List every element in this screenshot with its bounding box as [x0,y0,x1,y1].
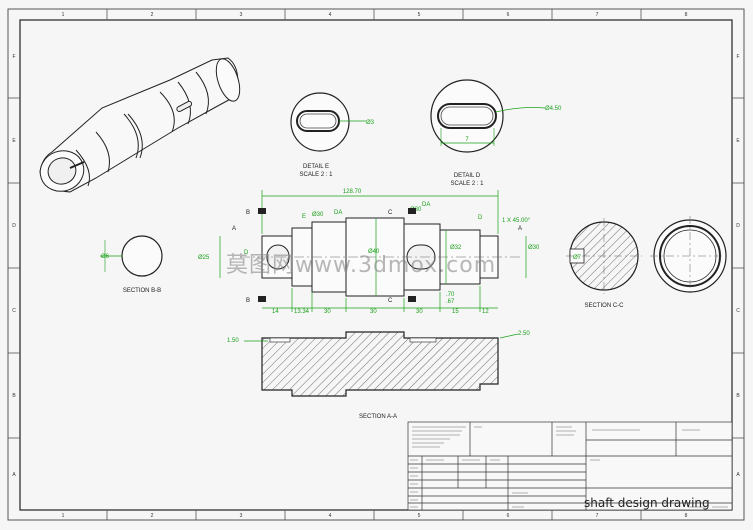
zone-labels-right: F E D C B A [736,54,740,478]
zone-bottom-5: 5 [418,513,421,519]
label-da-right: DA [422,202,430,208]
zone-right-b: B [736,393,740,399]
zone-left-c: C [12,308,16,314]
section-markers: B B C C A A [232,208,522,304]
label-da-left: DA [334,210,342,216]
dia-30-right-dim: Ø30 [410,207,422,213]
zone-bottom-4: 4 [329,513,332,519]
end-view [650,216,730,296]
length-14: 14 [272,309,279,315]
zone-bottom-8: 8 [685,513,688,519]
detail-d-view: Ø4.50 7 DETAIL D SCALE 2 : 1 [430,79,562,187]
zone-right-a: A [736,472,740,478]
detail-d-dimension: Ø4.50 [545,106,562,112]
sheet-border-inner [19,19,733,511]
dia-right-dim: Ø32 [450,245,462,251]
zone-bottom-2: 2 [151,513,154,519]
zone-bottom-7: 7 [596,513,599,519]
section-a-label: SECTION A-A [359,414,397,420]
length-30-b: 30 [370,309,377,315]
zone-left-e: E [12,138,16,144]
section-b-marker-bottom: B [246,298,250,304]
main-view-dimension-text: 128.70 Ø25 Ø40 Ø32 Ø30 Ø30 Ø30 1 X 45.00… [198,189,540,315]
detail-d-scale: SCALE 2 : 1 [450,181,484,187]
title-block-fine-print [410,426,728,508]
zone-left-f: F [12,54,15,60]
section-b-label: SECTION B-B [123,288,161,294]
section-c-label: SECTION C-C [585,303,625,309]
zone-right-e: E [736,138,740,144]
zone-left-d: D [12,223,16,229]
small-dim-67: .67 [446,299,455,305]
zone-top-3: 3 [240,12,243,18]
length-12: 12 [482,309,489,315]
section-c-c-view: Ø7 SECTION C-C [566,218,642,309]
section-a-marker-right: A [518,226,522,232]
section-c-marker-bottom: C [388,298,393,304]
length-30-a: 30 [324,309,331,315]
dia-end-dim: Ø30 [528,245,540,251]
zone-top-6: 6 [507,12,510,18]
sheet-border-outer [7,8,745,521]
detail-d-title: DETAIL D [454,173,481,179]
datum-e-top: E [302,214,306,220]
zone-top-5: 5 [418,12,421,18]
datum-d-left: D [244,250,249,256]
detail-e-scale: SCALE 2 : 1 [299,172,333,178]
zone-top-1: 1 [62,12,65,18]
zone-right-c: C [736,308,740,314]
section-a-dim-right: 2.50 [518,331,530,337]
isometric-shaft-view [39,57,241,193]
zone-top-8: 8 [685,12,688,18]
zone-labels-top: 1 2 3 4 5 6 7 8 [62,12,688,18]
drawing-title: shaft design drawing [584,496,710,510]
section-c-marker-top: C [388,210,393,216]
overall-length-dim: 128.70 [343,189,362,195]
section-b-b-view: Ø6 SECTION B-B [100,235,163,294]
length-30-c: 30 [416,309,423,315]
zone-bottom-3: 3 [240,513,243,519]
section-a-dim-left: 1.50 [227,338,239,344]
zone-top-4: 4 [329,12,332,18]
small-dim-70: .70 [446,292,455,298]
zone-labels-bottom: 1 2 3 4 5 6 7 8 [62,513,688,519]
section-b-dimension: Ø6 [101,254,110,260]
dia-30-left-dim: Ø30 [312,212,324,218]
section-a-a-view: 1.50 2.50 SECTION A-A [227,331,530,420]
chamfer-dim: 1 X 45.00° [502,218,531,224]
section-b-marker-top: B [246,210,250,216]
length-13: 13.34 [294,309,310,315]
detail-e-view: Ø3 DETAIL E SCALE 2 : 1 [290,92,375,178]
zone-labels-left: F E D C B A [12,54,16,478]
dia-center-dim: Ø40 [368,249,380,255]
zone-left-b: B [12,393,16,399]
length-15: 15 [452,309,459,315]
zone-right-f: F [736,54,739,60]
zone-right-d: D [736,223,740,229]
detail-e-dimension: Ø3 [366,120,375,126]
detail-e-title: DETAIL E [303,164,329,170]
main-shaft-view [240,217,520,297]
watermark: 莫图网www.3dmox.com [226,253,496,278]
zone-left-a: A [12,472,16,478]
zone-top-2: 2 [151,12,154,18]
detail-d-width: 7 [465,137,469,143]
title-block [407,421,733,511]
zone-bottom-6: 6 [507,513,510,519]
dia-left-dim: Ø25 [198,255,210,261]
section-c-dimension: Ø7 [573,255,582,261]
datum-d-right: D [478,215,483,221]
zone-top-7: 7 [596,12,599,18]
zone-ticks [8,9,744,520]
section-a-marker-left: A [232,226,236,232]
zone-bottom-1: 1 [62,513,65,519]
